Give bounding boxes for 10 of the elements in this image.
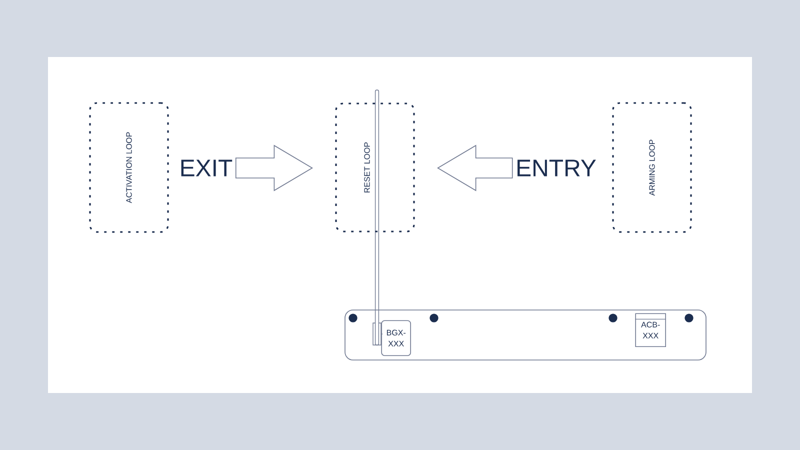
loop-box: ARMING LOOP bbox=[612, 102, 692, 233]
loop-box: ACTIVATION LOOP bbox=[89, 102, 169, 233]
direction-label: EXIT bbox=[181, 160, 232, 176]
loop-box: RESET LOOP bbox=[335, 102, 415, 232]
block-arrow bbox=[437, 144, 513, 192]
block-arrow bbox=[235, 144, 313, 192]
module-box: BGX- XXX bbox=[381, 320, 411, 356]
module-box: ACB- XXX bbox=[634, 313, 666, 347]
direction-label: ENTRY bbox=[518, 160, 596, 176]
panel-box bbox=[344, 310, 706, 360]
